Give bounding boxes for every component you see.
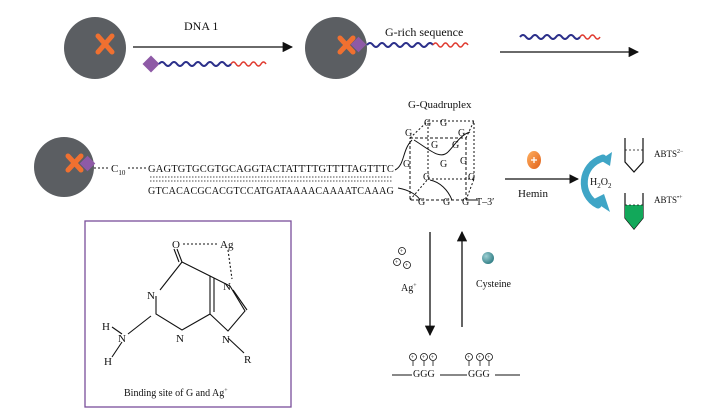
- svg-text:G: G: [424, 118, 431, 129]
- svg-text:G: G: [460, 156, 467, 167]
- svg-text:G: G: [462, 197, 469, 208]
- svg-text:G: G: [452, 140, 459, 151]
- svg-text:+: +: [478, 355, 482, 361]
- svg-text:G: G: [458, 128, 465, 139]
- svg-text:G: G: [423, 172, 430, 183]
- cross-icon: [95, 33, 115, 55]
- ag-ions-icon: [393, 247, 411, 269]
- quadruplex-title: G-Quadruplex: [408, 99, 472, 111]
- cysteine-icon: [482, 252, 494, 264]
- svg-text:O: O: [172, 239, 180, 251]
- svg-text:+: +: [487, 355, 491, 361]
- svg-text:G: G: [440, 118, 447, 129]
- cross-icon: [65, 153, 84, 173]
- linker-label: C10: [111, 163, 126, 177]
- guanine-ag-structure: [111, 243, 248, 358]
- tube-abts-oxidized: [624, 193, 644, 230]
- structure-caption: Binding site of G and Ag+: [124, 388, 228, 399]
- svg-text:N: N: [222, 334, 230, 346]
- svg-text:G: G: [443, 197, 450, 208]
- svg-text:+: +: [405, 263, 409, 269]
- quadruplex-end: T–3′: [476, 197, 494, 208]
- bead-3: [34, 137, 96, 197]
- dna1-probe: [142, 55, 267, 73]
- g-quadruplex: [394, 120, 478, 201]
- strand-bottom: GTCACACGCACGTCCATGATAAAACAAAATCAAAG: [148, 185, 394, 197]
- svg-text:+: +: [411, 355, 415, 361]
- h2o2-label: H2O2: [590, 177, 612, 190]
- svg-text:R: R: [244, 354, 252, 366]
- structure-box: O Ag N N N N N H H R Binding site of G a…: [84, 220, 292, 408]
- svg-text:H: H: [104, 356, 112, 368]
- tube-abts-reduced: [624, 138, 644, 173]
- svg-text:Ag: Ag: [220, 239, 234, 251]
- abts-reduced-label: ABTS2−: [654, 149, 684, 159]
- ggg-strand: + + + + + + GGG GGG: [392, 353, 520, 380]
- svg-text:+: +: [400, 249, 404, 255]
- free-strand: [519, 34, 601, 40]
- abts-oxidized-label: ABTS•+: [654, 195, 683, 205]
- ggg-label-2: GGG: [468, 369, 490, 380]
- catalytic-cycle-arrow: [580, 152, 612, 212]
- svg-text:+: +: [422, 355, 426, 361]
- svg-text:N: N: [118, 333, 126, 345]
- step2-label: G-rich sequence: [385, 25, 463, 39]
- ag-cysteine-cycle: + + + Ag+ Cysteine: [392, 230, 520, 380]
- svg-text:N: N: [176, 333, 184, 345]
- ag-label: Ag+: [401, 283, 417, 294]
- ggg-label-1: GGG: [413, 369, 435, 380]
- svg-text:+: +: [431, 355, 435, 361]
- cross-icon: [337, 35, 356, 55]
- svg-text:G: G: [440, 159, 447, 170]
- svg-text:G: G: [403, 159, 410, 170]
- svg-text:+: +: [467, 355, 471, 361]
- svg-text:G: G: [431, 140, 438, 151]
- step1-label: DNA 1: [184, 19, 218, 33]
- bead-2: [305, 17, 469, 79]
- middle-row: C10 GAGTGTGCGTGCAGGTACTATTTTGTTTTAGTTTC …: [34, 99, 684, 230]
- strand-top: GAGTGTGCGTGCAGGTACTATTTTGTTTTAGTTTC: [148, 163, 394, 175]
- hybrid-bonds: [150, 176, 392, 182]
- structure-atoms: O Ag N N N N N H H R: [102, 239, 252, 368]
- hemin-icon: [527, 151, 541, 169]
- svg-text:N: N: [147, 290, 155, 302]
- svg-text:G: G: [468, 172, 475, 183]
- svg-text:H: H: [102, 321, 110, 333]
- svg-text:N: N: [223, 281, 231, 293]
- cysteine-label: Cysteine: [476, 279, 512, 290]
- hemin-label: Hemin: [518, 188, 548, 200]
- top-row: DNA 1 G-rich sequence: [64, 17, 640, 79]
- svg-text:+: +: [395, 260, 399, 266]
- svg-text:G: G: [405, 128, 412, 139]
- bead-1: [64, 17, 126, 79]
- svg-text:G: G: [418, 197, 425, 208]
- quadruplex-g-labels: G G G G G G G G G G G G G G: [403, 118, 475, 208]
